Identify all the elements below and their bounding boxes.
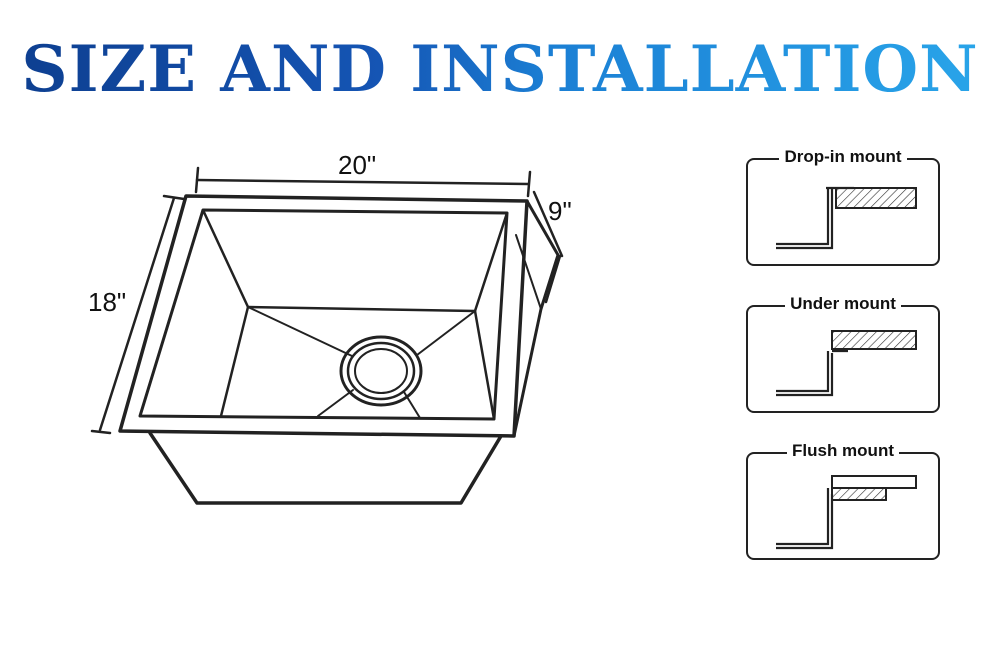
sink-inner-rim bbox=[138, 208, 509, 421]
dimension-width-label: 20" bbox=[338, 150, 377, 180]
sink-body bbox=[148, 431, 503, 505]
flush-mount-icon bbox=[776, 475, 917, 550]
dimension-line-length bbox=[90, 194, 186, 435]
mount-label-drop-in: Drop-in mount bbox=[779, 147, 907, 166]
mount-panel-drop-in: Drop-in mount bbox=[746, 147, 940, 266]
under-mount-icon bbox=[776, 330, 917, 397]
drain bbox=[339, 335, 423, 407]
sink-bottom-edges bbox=[201, 208, 250, 418]
dimension-length-label: 18" bbox=[88, 287, 127, 317]
drop-in-mount-icon bbox=[776, 186, 917, 250]
mount-panel-under: Under mount bbox=[746, 294, 940, 413]
mount-panel-flush: Flush mount bbox=[746, 441, 940, 560]
mount-label-flush: Flush mount bbox=[787, 441, 899, 460]
mount-label-under: Under mount bbox=[785, 294, 901, 313]
dimension-depth-label: 9" bbox=[548, 196, 572, 226]
sink-side bbox=[512, 199, 560, 438]
dimension-line-depth bbox=[532, 190, 564, 304]
sink-outer-rim bbox=[118, 194, 529, 438]
dimension-line-width bbox=[194, 166, 532, 198]
page-title: SIZE AND INSTALLATION bbox=[0, 38, 1000, 102]
